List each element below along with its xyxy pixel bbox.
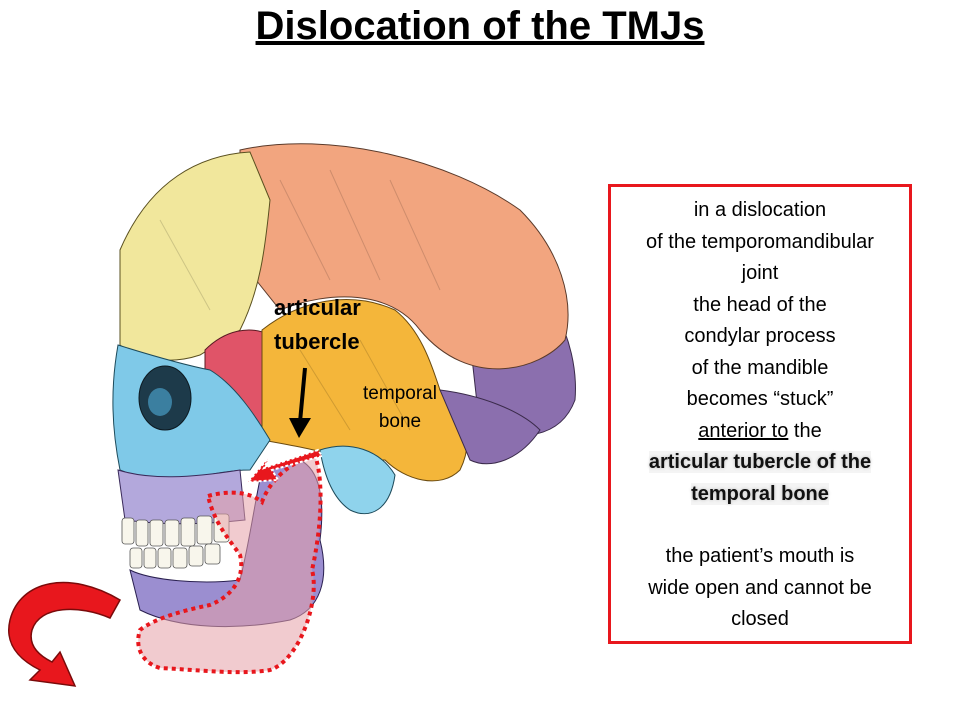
dislocated-mandible-outline — [136, 452, 323, 675]
skull-diagram — [8, 143, 576, 687]
info-highlight: articular tubercle of the — [615, 447, 905, 479]
info-box: in a dislocation of the temporomandibula… — [608, 184, 912, 644]
frontal-bone — [119, 151, 271, 361]
mouth-open-arrow — [8, 581, 122, 687]
highlight-line-2: temporal bone — [691, 482, 829, 505]
info-line-anterior: anterior to the — [615, 416, 905, 448]
label-temporal-bone: temporal bone — [363, 383, 437, 432]
occipital-lower — [439, 389, 541, 465]
info-line: the head of the — [693, 293, 827, 316]
the-text: the — [788, 419, 822, 442]
info-closing: closed — [731, 608, 789, 630]
teeth — [121, 513, 230, 569]
label-articular-tubercle: articular tubercle — [274, 295, 361, 354]
info-highlight: temporal bone — [615, 479, 905, 511]
info-line: joint — [741, 262, 779, 284]
highlight-line-1: articular tubercle of the — [648, 451, 872, 473]
info-line: becomes “stuck” — [686, 388, 834, 410]
parietal-bone — [239, 143, 569, 370]
tubercle-pointer-arrow — [289, 367, 311, 438]
info-line: of the mandible — [691, 356, 829, 379]
cervical-vertebra — [319, 445, 396, 515]
skull-illustration — [0, 140, 600, 720]
spacer — [615, 510, 905, 541]
info-closing: the patient’s mouth is — [665, 545, 855, 567]
page-title: Dislocation of the TMJs — [255, 4, 705, 48]
displacement-arrow — [245, 448, 324, 484]
info-line: of the temporomandibular — [646, 230, 874, 253]
anterior-to-text: anterior to — [698, 419, 789, 442]
info-closing: wide open and cannot be — [648, 576, 872, 599]
info-line: condylar process — [684, 325, 836, 347]
info-line: in a dislocation — [693, 199, 827, 221]
